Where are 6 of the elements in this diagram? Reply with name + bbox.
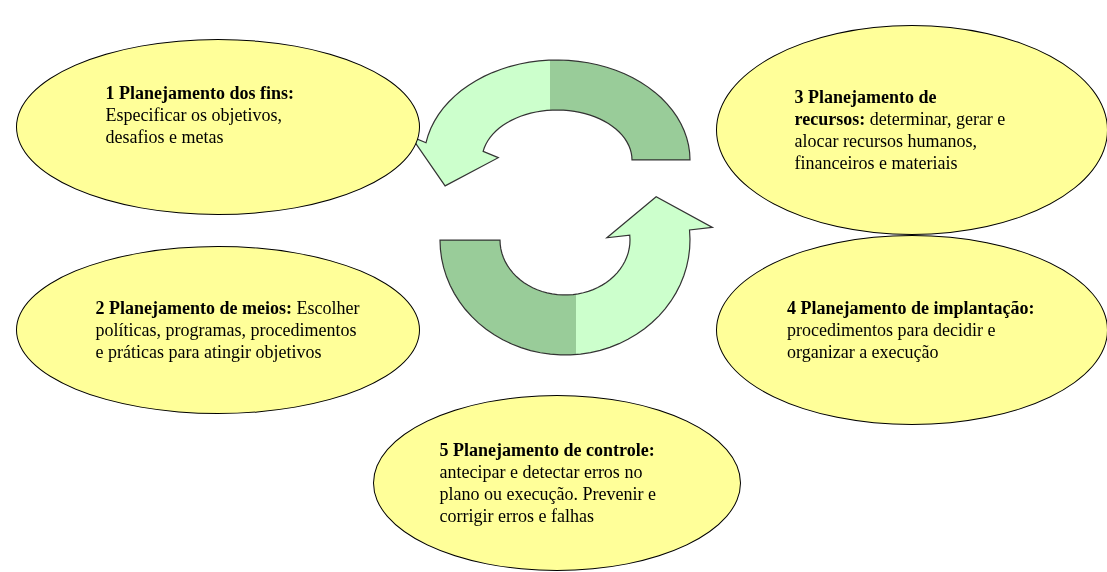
node-text: 2 Planejamento de meios: Escolher políticas, programas, procedimentos e práticas para atingir objetivos	[95, 297, 361, 363]
node-text: 1 Planejamento dos fins: Especificar os objetivos, desafios e metas	[105, 82, 295, 148]
node-text: 3 Planejamento de recursos: determinar, gerar e alocar recursos humanos, financeiros e materiais	[794, 86, 1007, 174]
node-text: 4 Planejamento de implantação: procedimentos para decidir e organizar a execução	[787, 297, 1036, 363]
curved-arrow	[439, 196, 715, 356]
node-text: 5 Planejamento de controle: antecipar e detectar erros no plano ou execução. Prevenir e corrigir erros e falhas	[439, 439, 657, 527]
